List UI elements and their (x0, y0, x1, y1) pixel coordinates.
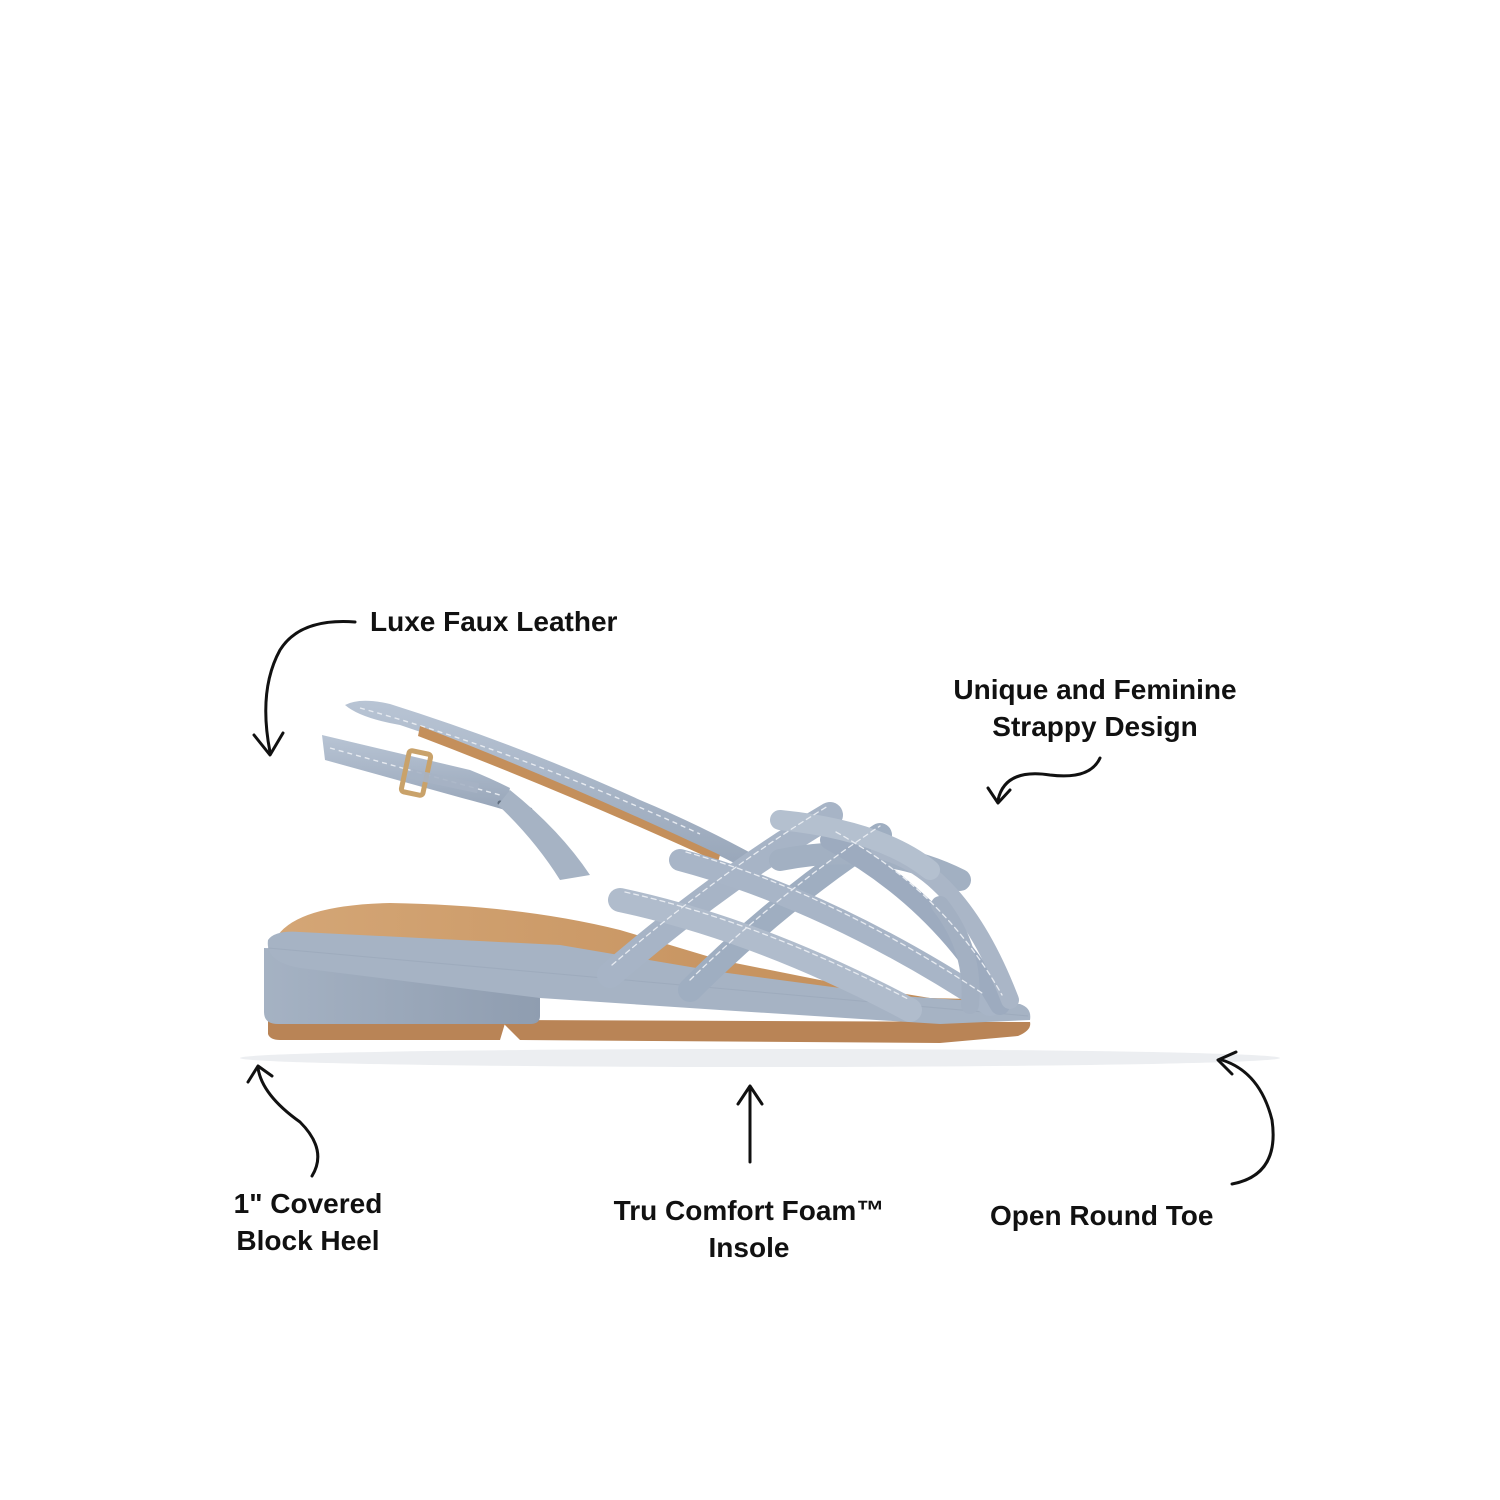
callout-insole-line-2: Insole (708, 1232, 790, 1263)
callout-heel-line-1: 1" Covered (233, 1188, 383, 1219)
callout-leather: Luxe Faux Leather (370, 603, 617, 640)
arrow-leather-icon (252, 620, 357, 757)
callout-leather-line: Luxe Faux Leather (370, 606, 618, 637)
callout-strappy: Unique and Feminine Strappy Design (930, 671, 1260, 745)
arrow-strappy-icon (986, 756, 1102, 805)
callout-insole: Tru Comfort Foam™ Insole (590, 1192, 908, 1266)
shadow (240, 1049, 1280, 1067)
callout-toe-line: Open Round Toe (990, 1200, 1214, 1231)
arrow-heel-icon (246, 1064, 320, 1178)
callout-heel: 1" Covered Block Heel (218, 1185, 398, 1259)
callout-toe: Open Round Toe (990, 1197, 1213, 1234)
woven-straps (597, 802, 1019, 1022)
callout-heel-line-2: Block Heel (236, 1225, 380, 1256)
arrow-toe-icon (1216, 1050, 1275, 1186)
callout-insole-line-1: Tru Comfort Foam™ (613, 1195, 885, 1226)
callout-strappy-line-1: Unique and Feminine (953, 674, 1237, 705)
arrow-insole-icon (736, 1084, 764, 1164)
callout-strappy-line-2: Strappy Design (992, 711, 1198, 742)
outsole (268, 1018, 1031, 1043)
